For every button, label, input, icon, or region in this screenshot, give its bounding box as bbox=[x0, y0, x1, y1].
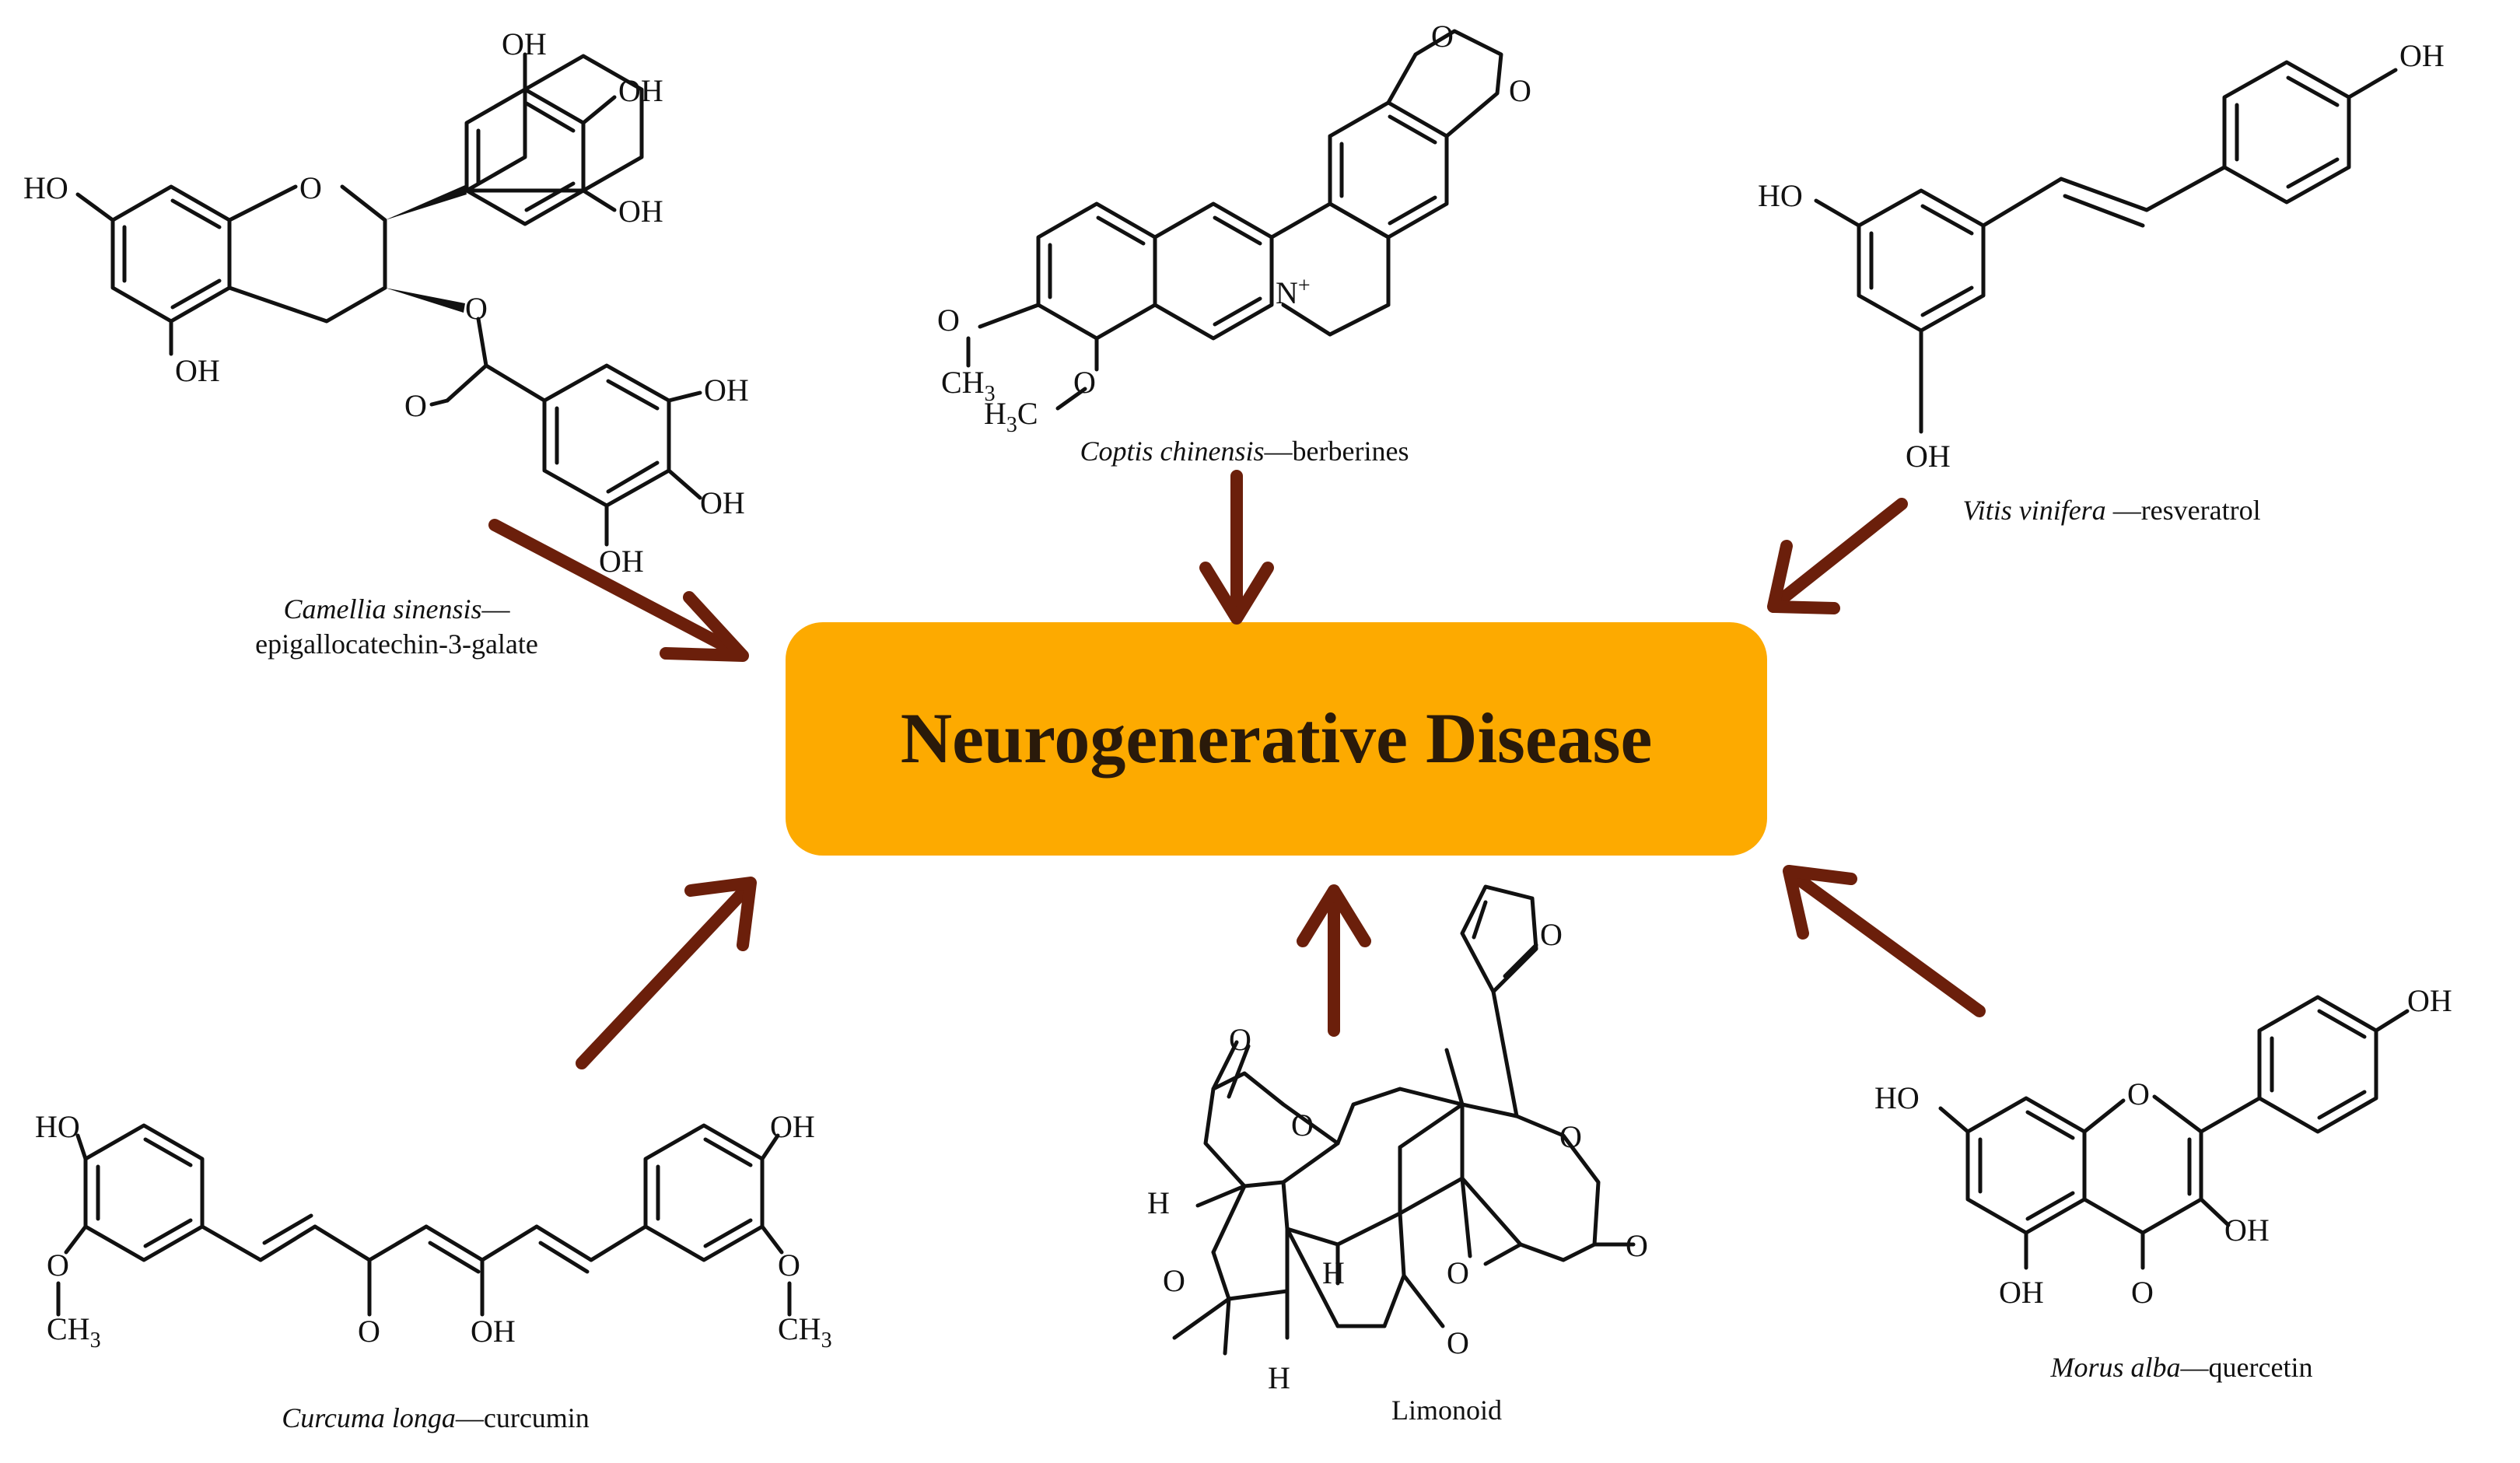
resveratrol-name: resveratrol bbox=[2141, 495, 2261, 526]
egcg-atom-oh-7: OH bbox=[599, 544, 644, 579]
berberine-atom-h3c: H3C bbox=[984, 396, 1038, 437]
quercetin-source: Morus alba bbox=[2050, 1352, 2181, 1383]
arrow-berberine bbox=[1199, 470, 1274, 625]
berberine-atom-o-2: O bbox=[1073, 365, 1096, 400]
arrow-resveratrol bbox=[1767, 498, 1908, 614]
egcg-atom-oh-5: OH bbox=[704, 373, 749, 408]
quercetin-atom-o-ring: O bbox=[2127, 1076, 2150, 1111]
arrow-quercetin bbox=[1783, 865, 1986, 1017]
egcg-dash: — bbox=[481, 593, 511, 625]
limonoid-atom-h-3: H bbox=[1268, 1360, 1290, 1395]
egcg-atom-ho: HO bbox=[23, 170, 68, 205]
center-box: Neurogenerative Disease bbox=[786, 622, 1767, 856]
egcg-atom-oh-2: OH bbox=[618, 73, 663, 108]
curcumin-atom-ch3-2: CH3 bbox=[778, 1311, 832, 1353]
egcg-name: epigallocatechin-3-galate bbox=[255, 628, 538, 660]
quercetin-name: quercetin bbox=[2209, 1352, 2313, 1383]
limonoid-atom-o-2: O bbox=[1626, 1228, 1648, 1263]
resveratrol-source: Vitis vinifera bbox=[1962, 495, 2105, 526]
curcumin-atom-o-1: O bbox=[47, 1248, 69, 1283]
quercetin-atom-oh-1: OH bbox=[1999, 1275, 2044, 1310]
resveratrol-atom-oh-2: OH bbox=[2399, 38, 2445, 73]
egcg-atom-o-carbonyl: O bbox=[404, 388, 427, 423]
curcumin-caption: Curcuma longa—curcumin bbox=[282, 1402, 590, 1433]
limonoid-atom-o-6: O bbox=[1447, 1325, 1469, 1360]
quercetin-atom-o-carbonyl: O bbox=[2131, 1275, 2154, 1310]
quercetin-dash: — bbox=[2180, 1352, 2210, 1383]
limonoid-caption: Limonoid bbox=[1391, 1395, 1502, 1426]
egcg-caption-line1: Camellia sinensis— bbox=[283, 593, 510, 625]
berberine-source: Coptis chinensis bbox=[1080, 436, 1265, 467]
berberine-caption: Coptis chinensis—berberines bbox=[1080, 436, 1409, 467]
egcg-atom-o-ester: O bbox=[465, 291, 488, 326]
limonoid-atom-o-4: O bbox=[1291, 1108, 1314, 1143]
curcumin-atom-oh-2: OH bbox=[770, 1109, 815, 1144]
center-box-rect bbox=[786, 622, 1767, 856]
limonoid-atom-o-3: O bbox=[1229, 1022, 1251, 1057]
limonoid-atom-o-1: O bbox=[1559, 1119, 1582, 1154]
berberine-dash: — bbox=[1264, 436, 1293, 467]
structure-quercetin: O HO OH O OH OH Morus alba—quercetin bbox=[1874, 983, 2452, 1383]
curcumin-atom-oh-1: OH bbox=[471, 1314, 516, 1349]
egcg-atom-oh-1: OH bbox=[502, 26, 547, 61]
center-box-label: Neurogenerative Disease bbox=[901, 698, 1653, 778]
curcumin-atom-o-2: O bbox=[358, 1314, 380, 1349]
structure-limonoid: O O O O O O H O H O H Limonoid bbox=[1147, 884, 1648, 1426]
limonoid-atom-o-5: O bbox=[1163, 1263, 1185, 1298]
curcumin-dash: — bbox=[455, 1402, 485, 1433]
limonoid-atom-h-2: H bbox=[1322, 1255, 1345, 1290]
egcg-atom-oh-3: OH bbox=[618, 194, 663, 229]
berberine-atom-n: N+ bbox=[1276, 274, 1311, 310]
arrow-egcg bbox=[488, 519, 749, 662]
quercetin-caption: Morus alba—quercetin bbox=[2050, 1352, 2313, 1383]
curcumin-name: curcumin bbox=[484, 1402, 590, 1433]
arrow-curcumin bbox=[576, 877, 757, 1069]
structure-egcg: OH OH OH O HO OH O O OH OH OH Camellia s… bbox=[23, 26, 749, 660]
berberine-atom-o-1: O bbox=[937, 303, 960, 338]
quercetin-atom-ho: HO bbox=[1874, 1080, 1920, 1115]
quercetin-atom-oh-2: OH bbox=[2224, 1213, 2270, 1248]
egcg-atom-oh-6: OH bbox=[700, 485, 745, 520]
limonoid-atom-o-furan: O bbox=[1540, 917, 1563, 952]
berberine-atom-o-4: O bbox=[1509, 73, 1531, 108]
curcumin-atom-ch3-1: CH3 bbox=[47, 1311, 101, 1353]
egcg-atom-oh-4: OH bbox=[175, 353, 220, 388]
structure-resveratrol: HO OH OH Vitis vinifera —resveratrol bbox=[1758, 38, 2445, 526]
curcumin-source: Curcuma longa bbox=[282, 1402, 456, 1433]
curcumin-atom-o-3: O bbox=[778, 1248, 800, 1283]
arrow-limonoid bbox=[1297, 884, 1371, 1037]
berberine-name: berberines bbox=[1293, 436, 1409, 467]
resveratrol-caption: Vitis vinifera —resveratrol bbox=[1962, 495, 2260, 526]
resveratrol-atom-ho: HO bbox=[1758, 178, 1803, 213]
limonoid-atom-h-1: H bbox=[1147, 1185, 1170, 1220]
resveratrol-dash: — bbox=[2106, 495, 2142, 526]
egcg-source: Camellia sinensis bbox=[283, 593, 481, 625]
quercetin-atom-oh-3: OH bbox=[2407, 983, 2452, 1018]
resveratrol-atom-oh-1: OH bbox=[1906, 439, 1951, 474]
berberine-atom-o-3: O bbox=[1431, 19, 1454, 54]
curcumin-atom-ho: HO bbox=[35, 1109, 80, 1144]
limonoid-atom-o-epoxide: O bbox=[1447, 1255, 1469, 1290]
structure-berberine: O CH3 O H3C N+ O O Coptis chinensis—berb… bbox=[937, 19, 1531, 467]
berberine-atom-ch3: CH3 bbox=[941, 365, 996, 406]
structure-curcumin: HO O CH3 O OH OH O CH3 Curcuma longa—cur… bbox=[35, 1109, 832, 1433]
egcg-atom-o-ring: O bbox=[299, 170, 322, 205]
